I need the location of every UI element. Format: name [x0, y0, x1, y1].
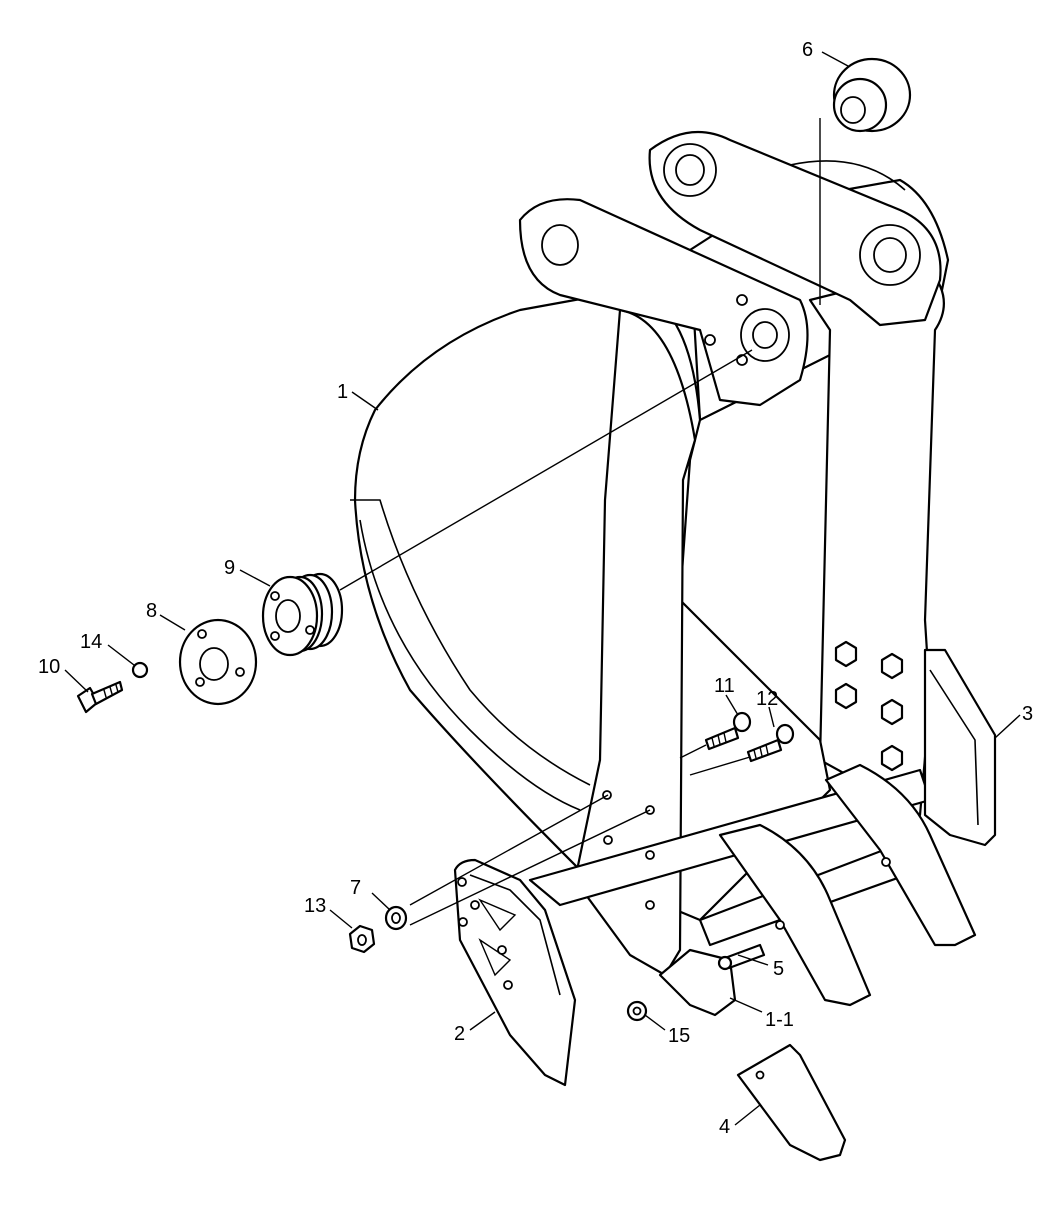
washer-7 [384, 905, 408, 931]
bolt-10 [76, 680, 124, 714]
assembly-lines [339, 118, 821, 926]
callout-labels: 1 1-1 2 3 4 5 6 7 8 9 10 11 12 13 14 15 [38, 39, 1033, 1138]
callout-12: 12 [756, 688, 778, 710]
side-cutter-left [453, 858, 577, 1087]
bolt-11 [704, 711, 752, 751]
bucket-pin-bosses [541, 143, 921, 366]
washer-15 [626, 1000, 648, 1022]
callout-3: 3 [1022, 703, 1033, 725]
callout-1-1: 1-1 [765, 1009, 794, 1031]
callout-6: 6 [802, 39, 813, 61]
bucket-body [350, 130, 950, 1017]
callout-leaders [64, 51, 1021, 1126]
callout-10: 10 [38, 656, 60, 678]
callout-15: 15 [668, 1025, 690, 1047]
bushing [832, 57, 912, 133]
shim-pack [261, 572, 344, 657]
nut-13 [348, 924, 376, 954]
callout-7: 7 [350, 877, 361, 899]
side-cutter-right [923, 648, 997, 847]
callout-4: 4 [719, 1116, 730, 1138]
callout-9: 9 [224, 557, 235, 579]
callout-1: 1 [337, 381, 348, 403]
retaining-plate [178, 618, 258, 706]
side-plate-nuts [834, 640, 904, 772]
bucket-teeth [718, 763, 977, 1007]
callout-14: 14 [80, 631, 102, 653]
callout-2: 2 [454, 1023, 465, 1045]
bolt-12 [746, 723, 795, 763]
callout-8: 8 [146, 600, 157, 622]
callout-13: 13 [304, 895, 326, 917]
bucket-tooth-loose [736, 1043, 847, 1162]
callout-5: 5 [773, 958, 784, 980]
callout-11: 11 [714, 675, 735, 697]
pin-5 [717, 943, 766, 971]
lock-washer-14 [131, 661, 149, 679]
